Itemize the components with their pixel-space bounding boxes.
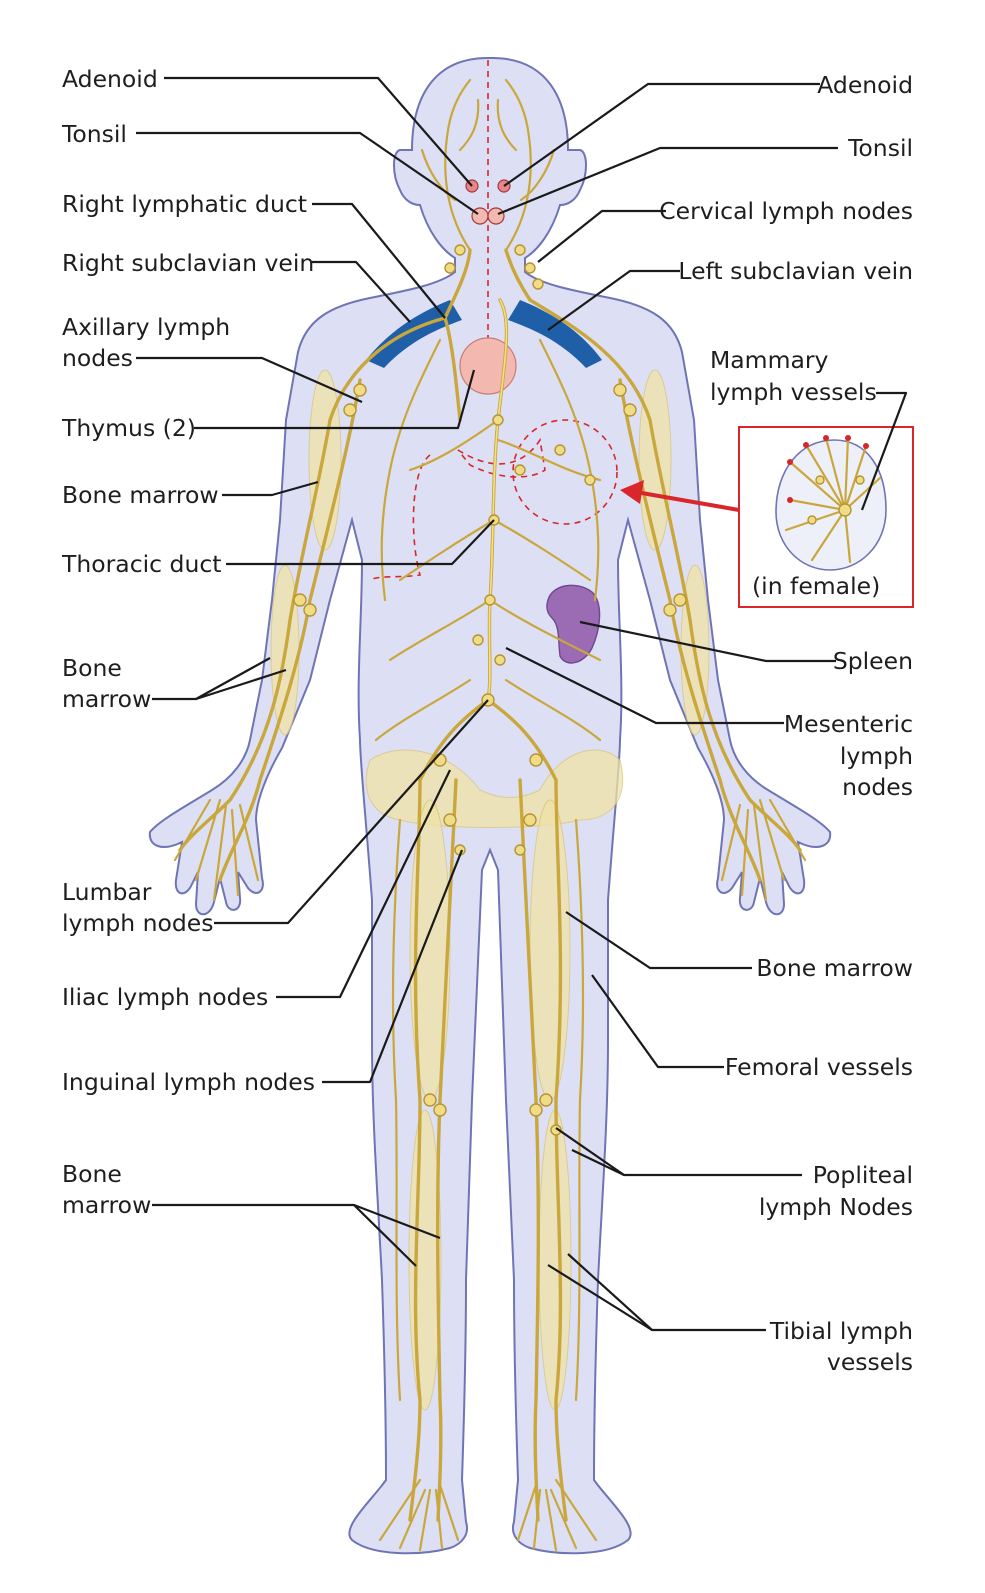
label-tibial-line1: Tibial lymph <box>769 1317 913 1345</box>
leader-iliac <box>276 769 451 999</box>
leader-adenoid-left <box>164 76 473 187</box>
leader-lumbar <box>214 699 489 925</box>
tibia-left <box>538 1109 572 1411</box>
right-lymphatic-duct-vessel <box>443 316 462 422</box>
label-spleen: Spleen <box>833 647 913 675</box>
label-femoral: Femoral vessels <box>725 1053 913 1081</box>
left-arm-vessel <box>528 298 802 852</box>
leader-bone-marrow-forearm-a <box>152 657 271 701</box>
label-right-subclavian-vein: Right subclavian vein <box>62 249 314 277</box>
leader-cervical <box>537 209 666 263</box>
label-axillary-line1: Axillary lymph <box>62 313 230 341</box>
callout-arrowhead <box>620 480 644 504</box>
label-thymus: Thymus (2) <box>61 414 196 442</box>
right-subclavian-vein-shape <box>366 300 462 368</box>
leader-bone-marrow-thigh <box>565 911 752 970</box>
leader-mammary <box>860 391 908 511</box>
label-mammary-line2: lymph vessels <box>710 378 877 406</box>
label-mammary-line1: Mammary <box>710 346 829 374</box>
lymph-nodes <box>293 244 687 1136</box>
subclavian-veins <box>366 300 602 368</box>
callout-arrow-line <box>635 490 740 512</box>
femur-left <box>529 799 571 1101</box>
label-bone-marrow-forearm-line2: marrow <box>62 685 151 713</box>
humerus-left <box>638 369 672 551</box>
left-leg-vessel <box>554 778 568 1522</box>
leader-tonsil-right <box>497 146 838 216</box>
label-adenoid-right: Adenoid <box>817 71 913 99</box>
label-bone-marrow-leg-line1: Bone <box>62 1160 122 1188</box>
leader-adenoid-right <box>503 82 820 187</box>
left-subclavian-vein-shape <box>508 300 602 368</box>
label-lumbar-line2: lymph nodes <box>62 909 214 937</box>
label-popliteal-line1: Popliteal <box>813 1161 913 1189</box>
leader-thoracic-duct <box>226 519 495 566</box>
label-in-female: (in female) <box>752 572 880 600</box>
mammary-callout <box>620 426 914 608</box>
leader-left-subclavian-vein <box>547 269 680 331</box>
right-arm-vessel <box>178 316 447 852</box>
spleen-organ <box>546 584 601 664</box>
label-popliteal-line2: lymph Nodes <box>759 1193 913 1221</box>
label-mesenteric-line3: nodes <box>842 773 913 801</box>
leader-right-subclavian-vein <box>312 260 411 323</box>
label-lumbar-line1: Lumbar <box>62 878 152 906</box>
label-bone-marrow-forearm-line1: Bone <box>62 654 122 682</box>
leader-bone-marrow-arm <box>222 480 319 497</box>
label-tonsil-left: Tonsil <box>61 120 127 148</box>
adenoids-tonsils <box>465 179 511 225</box>
chest-region-dashed <box>369 437 546 581</box>
leader-femoral <box>591 974 724 1069</box>
label-iliac: Iliac lymph nodes <box>62 983 268 1011</box>
label-cervical: Cervical lymph nodes <box>659 197 913 225</box>
leader-mesenteric <box>505 647 784 725</box>
leader-axillary <box>136 356 363 404</box>
breast-region-dashed <box>512 419 618 525</box>
label-mesenteric-line2: lymph <box>840 742 913 770</box>
label-bone-marrow-arm: Bone marrow <box>62 481 219 509</box>
label-bone-marrow-leg-line2: marrow <box>62 1191 151 1219</box>
label-axillary-line2: nodes <box>62 344 133 372</box>
right-leg-vessel <box>408 778 422 1522</box>
leader-lines <box>136 76 908 1332</box>
label-inguinal: Inguinal lymph nodes <box>62 1068 315 1096</box>
leader-tonsil-left <box>136 131 479 215</box>
label-right-lymphatic-duct: Right lymphatic duct <box>62 190 307 218</box>
labels-right: Adenoid Tonsil Cervical lymph nodes Left… <box>659 71 913 1376</box>
label-left-subclavian-vein: Left subclavian vein <box>678 257 913 285</box>
tonsil-left-organ <box>487 207 505 225</box>
labels-left: Adenoid Tonsil Right lymphatic duct Righ… <box>61 65 315 1219</box>
label-bone-marrow-thigh: Bone marrow <box>756 954 913 982</box>
label-adenoid-left: Adenoid <box>62 65 158 93</box>
label-mesenteric-line1: Mesenteric <box>784 710 913 738</box>
label-tibial-line2: vessels <box>827 1348 913 1376</box>
leader-right-lymphatic-duct <box>312 202 446 319</box>
label-thoracic-duct: Thoracic duct <box>61 550 221 578</box>
leader-thymus <box>194 369 476 430</box>
label-tonsil-right: Tonsil <box>847 134 913 162</box>
leader-inguinal <box>322 849 464 1084</box>
humerus-right <box>308 369 342 551</box>
leader-spleen <box>579 620 836 663</box>
